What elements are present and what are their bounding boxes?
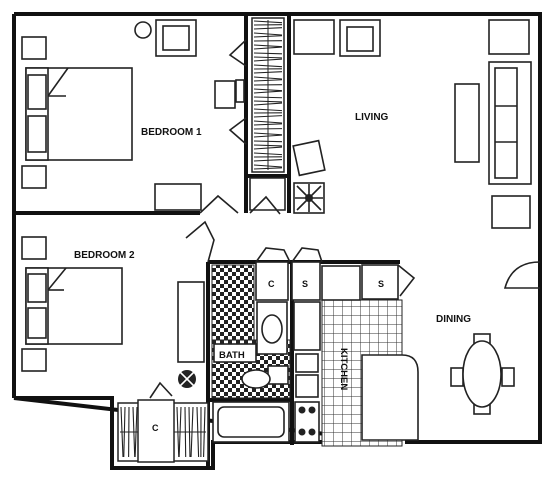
- living-room: LIVING: [293, 20, 531, 228]
- stove-icon: [295, 402, 319, 442]
- closet-s-2: S: [362, 265, 414, 299]
- dining-area: DINING: [436, 262, 540, 414]
- door-swing-icon: [505, 262, 540, 288]
- chair-icon: [236, 80, 244, 102]
- nightstand: [22, 37, 46, 59]
- wardrobe-closet: [252, 18, 284, 172]
- closet-label-s2: S: [378, 279, 384, 289]
- closet-s: S: [292, 248, 322, 300]
- table-icon: [489, 20, 529, 54]
- door-swing-icon: [230, 118, 246, 144]
- table-icon: [451, 334, 514, 414]
- bedroom-1: BEDROOM 1: [22, 20, 244, 210]
- bathroom: BATH C: [212, 248, 290, 442]
- hall-closet: [250, 178, 285, 210]
- dresser: [155, 184, 201, 210]
- counter: [294, 302, 320, 350]
- room-label-living: LIVING: [355, 112, 389, 123]
- coffee-table: [455, 84, 479, 162]
- sink-icon: [257, 302, 287, 354]
- dresser: [178, 282, 204, 362]
- pantry: [322, 266, 360, 300]
- table-icon: [294, 20, 334, 54]
- room-label-bedroom-2: BEDROOM 2: [74, 250, 135, 261]
- bedroom-2: BEDROOM 2: [22, 237, 204, 388]
- counter: [296, 375, 318, 397]
- closet-c: C: [256, 248, 290, 300]
- room-label-dining: DINING: [436, 314, 471, 325]
- table-icon: [492, 196, 530, 228]
- bed-icon: [26, 68, 132, 160]
- door-swing-icon: [250, 197, 280, 214]
- bed-icon: [26, 268, 122, 344]
- door-swing-icon: [186, 222, 214, 262]
- chair-icon: [293, 141, 325, 176]
- plant-icon: [178, 370, 196, 388]
- closet-label-s1: S: [302, 279, 308, 289]
- plant-icon: [135, 22, 151, 38]
- table-icon: [215, 81, 235, 108]
- closet-bottom: C: [118, 383, 208, 462]
- closet-label-c-bath: C: [268, 279, 275, 289]
- bathtub-icon: [213, 402, 289, 442]
- door-swing-icon: [200, 196, 238, 213]
- dishwasher: [296, 354, 318, 372]
- nightstand: [22, 237, 46, 259]
- room-label-kitchen: KITCHEN: [338, 348, 349, 390]
- nightstand: [22, 349, 46, 371]
- room-label-bedroom-1: BEDROOM 1: [141, 127, 202, 138]
- chair-icon: [156, 20, 196, 56]
- nightstand: [22, 166, 46, 188]
- plant-icon: [294, 183, 324, 213]
- counter-bar: [362, 355, 418, 440]
- chair-icon: [340, 20, 380, 56]
- door-swing-icon: [150, 383, 172, 398]
- sofa-icon: [489, 62, 531, 184]
- room-label-bath: BATH: [219, 350, 245, 361]
- closet-label-c: C: [152, 423, 159, 433]
- door-swing-icon: [230, 40, 246, 66]
